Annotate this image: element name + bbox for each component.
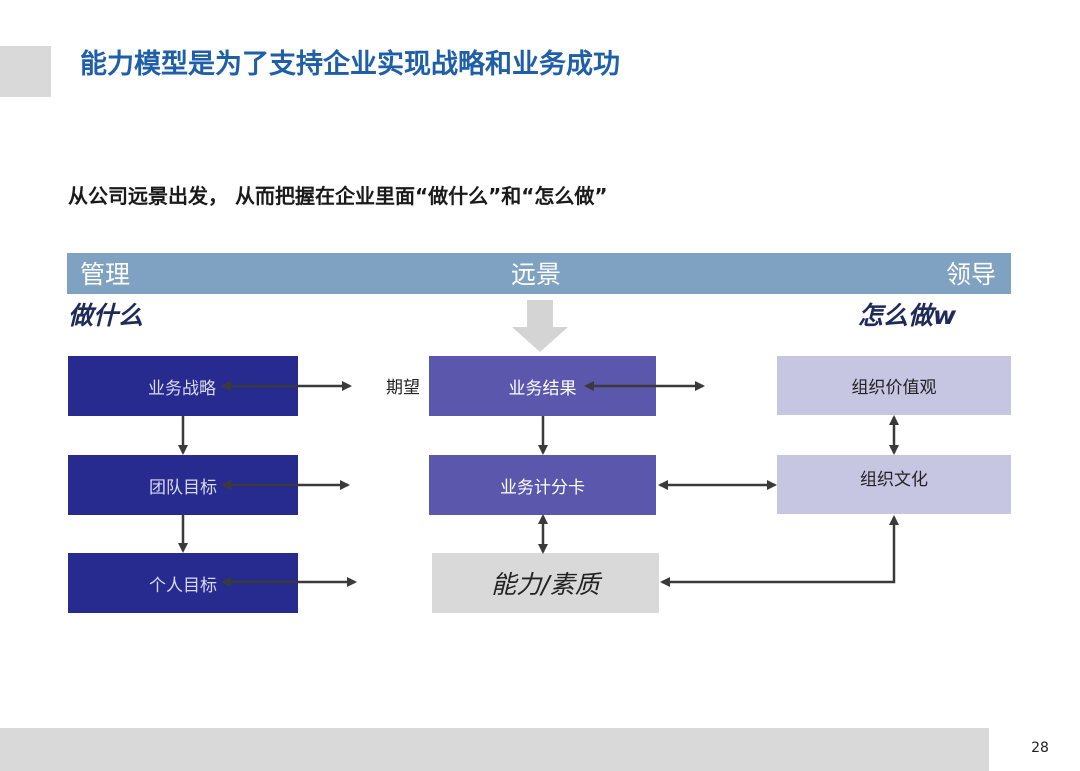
box-org-values: 组织价值观 (777, 356, 1011, 415)
header-band (67, 253, 1011, 294)
expect-label: 期望 (386, 378, 420, 398)
box-business-scorecard: 业务计分卡 (429, 455, 656, 515)
box-label: 业务计分卡 (500, 477, 585, 498)
box-label: 个人目标 (149, 575, 217, 596)
box-team-goals: 团队目标 (68, 455, 298, 515)
box-label: 业务战略 (148, 378, 216, 399)
box-org-culture: 组织文化 (777, 455, 1011, 514)
arrow-capability-culture (660, 515, 899, 587)
heading-what: 做什么 (68, 301, 144, 330)
slide-subtitle: 从公司远景出发， 从而把握在企业里面“做什么”和“怎么做” (68, 184, 608, 208)
slide-title: 能力模型是为了支持企业实现战略和业务成功 (80, 49, 620, 80)
band-label-management: 管理 (80, 260, 131, 289)
box-label: 业务结果 (508, 378, 577, 399)
box-label: 团队目标 (149, 477, 217, 498)
heading-how: 怎么做w (858, 301, 957, 330)
corner-decoration (0, 46, 51, 97)
footer-bar (0, 728, 989, 771)
band-label-vision: 远景 (511, 260, 562, 289)
box-capability: 能力/素质 (432, 553, 659, 613)
box-label: 组织价值观 (851, 378, 937, 398)
box-label: 能力/素质 (491, 570, 600, 599)
vision-down-arrow (512, 300, 568, 352)
box-label: 组织文化 (860, 470, 928, 490)
band-label-leadership: 领导 (946, 260, 997, 289)
page-number: 28 (1031, 740, 1049, 756)
